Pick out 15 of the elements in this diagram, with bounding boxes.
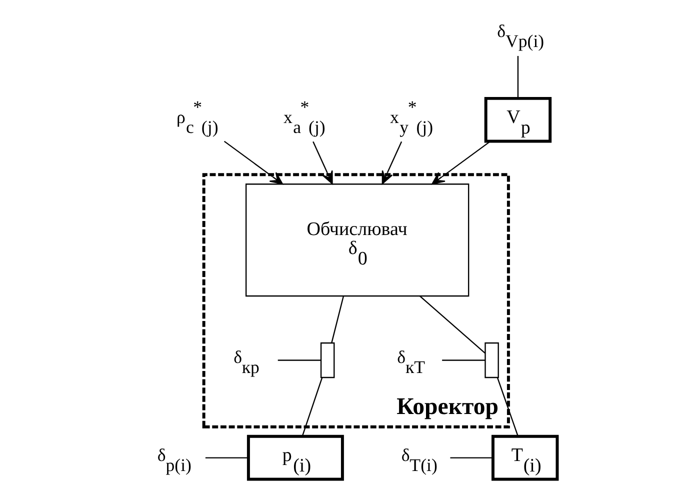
arrow xyxy=(312,141,332,184)
connector xyxy=(442,360,485,361)
arrow xyxy=(223,140,283,185)
connector xyxy=(516,56,518,98)
node-box xyxy=(484,342,498,378)
connector xyxy=(418,296,485,354)
connector xyxy=(277,360,320,361)
connector xyxy=(496,377,518,436)
arrow xyxy=(381,141,402,184)
connector xyxy=(450,457,492,458)
connector xyxy=(204,457,248,458)
node-box xyxy=(320,342,334,378)
connector xyxy=(301,377,322,436)
connector xyxy=(330,296,344,343)
arrow xyxy=(431,140,490,185)
